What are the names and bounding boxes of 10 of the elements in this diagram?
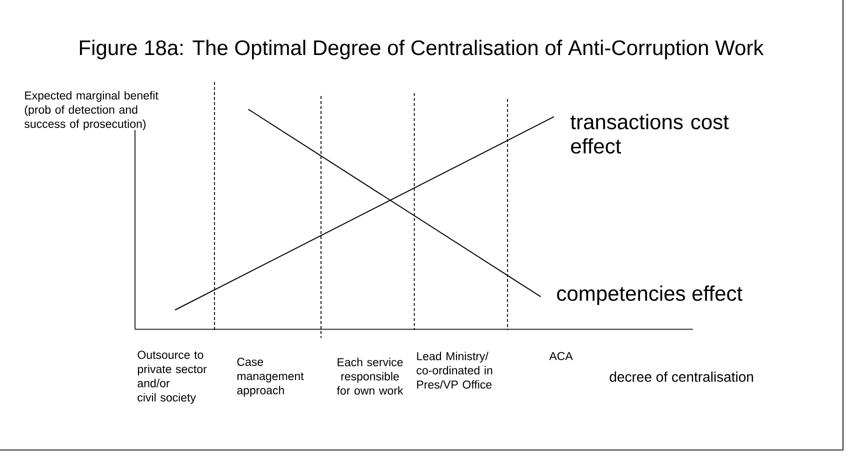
category-label: Each service responsible for own work	[336, 358, 404, 395]
axis-title: Expected marginal benefit (prob of detection and success of prosecution)	[24, 91, 158, 130]
curve-label: competencies effect	[557, 285, 742, 306]
axis-title: decree of centralisation	[610, 372, 754, 382]
category-label: Outsource to private sector and/or civil society	[138, 350, 207, 404]
category-label: ACA	[549, 352, 573, 360]
title: Figure 18a: The Optimal Degree of Centralisation of Anti-Corruption Work	[80, 40, 764, 60]
category-label: Lead Ministry/ co-ordinated in Pres/VP Office	[416, 352, 492, 389]
curve-label: transactions cost effect	[570, 114, 729, 154]
category-label: Case management approach	[237, 358, 304, 397]
